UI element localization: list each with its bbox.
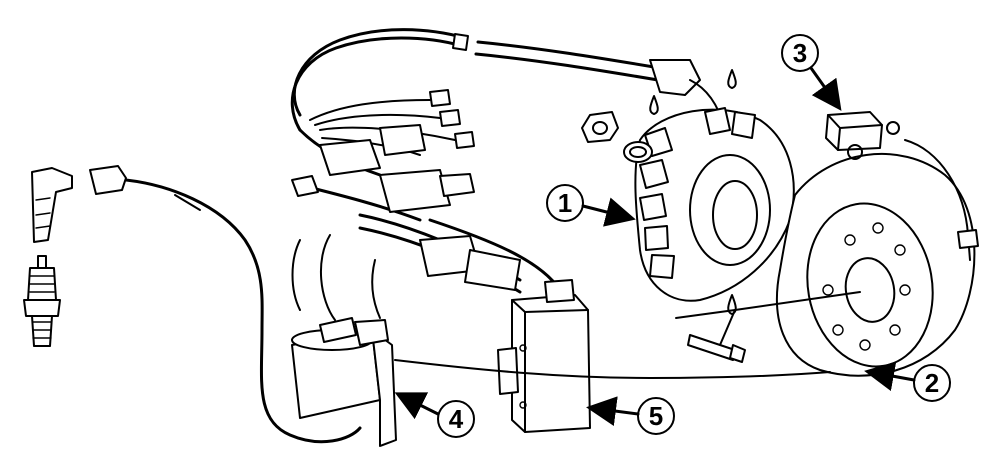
- bolt-bracket-line: [675, 309, 736, 346]
- high-tension-lead: [124, 178, 362, 444]
- stator: [581, 107, 795, 302]
- spark-plug: [23, 255, 61, 347]
- pickup-coil: [825, 111, 900, 160]
- frame-line: [394, 359, 831, 379]
- callout-4: 4: [394, 392, 475, 438]
- flywheel-bolt: [687, 334, 746, 363]
- callout-2: 2: [864, 361, 951, 402]
- svg-text:5: 5: [649, 401, 663, 431]
- callout-1: 1: [546, 184, 636, 227]
- svg-text:1: 1: [558, 188, 572, 218]
- bolt-leader-line: [734, 291, 861, 311]
- cdi-unit: [497, 279, 591, 433]
- ignition-coil: [291, 317, 397, 447]
- svg-text:3: 3: [793, 38, 807, 68]
- svg-text:4: 4: [449, 404, 464, 434]
- callout-3: 3: [781, 34, 842, 111]
- spark-plug-cap: [31, 165, 127, 243]
- flywheel: [776, 139, 979, 377]
- svg-text:2: 2: [925, 368, 939, 398]
- callout-5: 5: [586, 396, 675, 435]
- wiring-harness: [290, 28, 726, 321]
